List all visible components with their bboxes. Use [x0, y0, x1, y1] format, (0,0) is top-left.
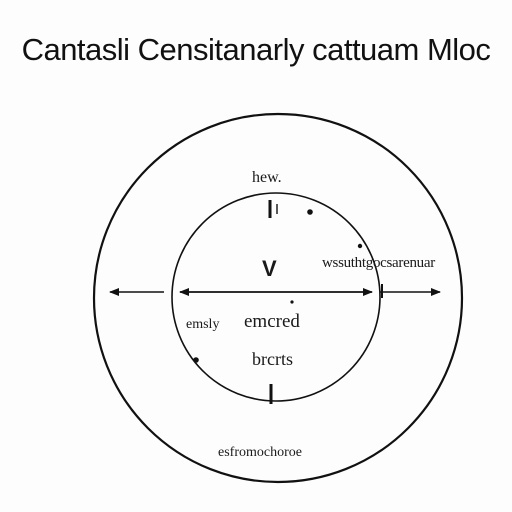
- diagram-title: Cantasli Censitanarly cattuam Mloc: [21, 32, 491, 67]
- label-bottom: brcrts: [252, 349, 293, 369]
- label-middle: emcred: [244, 311, 300, 332]
- label-right: wssuthtgocsarenuar: [322, 255, 435, 271]
- left-point: [193, 357, 199, 363]
- label-top: hew.: [252, 169, 282, 186]
- label-left: emsly: [186, 317, 220, 332]
- outer-circle: [92, 112, 464, 484]
- label-footer: esfromochoroe: [218, 445, 302, 460]
- top-point: [307, 209, 313, 215]
- right-point: [357, 243, 363, 249]
- inner-circle: [171, 192, 381, 402]
- label-center: V: [262, 256, 277, 281]
- center-point: [290, 300, 294, 304]
